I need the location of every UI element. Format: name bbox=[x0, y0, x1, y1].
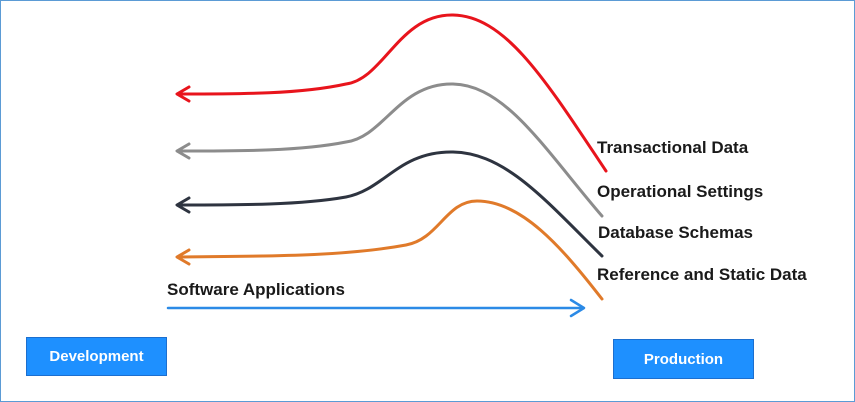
flow-software-applications-arrowhead bbox=[569, 298, 586, 318]
label-software-applications: Software Applications bbox=[167, 280, 345, 299]
flow-transactional-data-arrowhead bbox=[175, 85, 191, 103]
flow-operational-settings-arrowhead bbox=[175, 142, 191, 160]
flow-reference-static-data-arrow bbox=[179, 199, 604, 301]
flow-reference-static-data-arrowhead bbox=[175, 248, 191, 266]
flow-operational-settings-arrow bbox=[179, 82, 604, 218]
label-database-schemas: Database Schemas bbox=[598, 223, 753, 242]
development-box: Development bbox=[26, 337, 167, 376]
flow-database-schemas-arrow bbox=[179, 150, 604, 258]
label-operational-settings: Operational Settings bbox=[597, 182, 764, 201]
label-transactional-data: Transactional Data bbox=[597, 138, 749, 157]
label-reference-static-data: Reference and Static Data bbox=[597, 265, 807, 284]
flow-transactional-data-arrow bbox=[179, 13, 608, 173]
flow-database-schemas-arrowhead bbox=[175, 196, 191, 214]
production-box: Production bbox=[613, 339, 754, 379]
